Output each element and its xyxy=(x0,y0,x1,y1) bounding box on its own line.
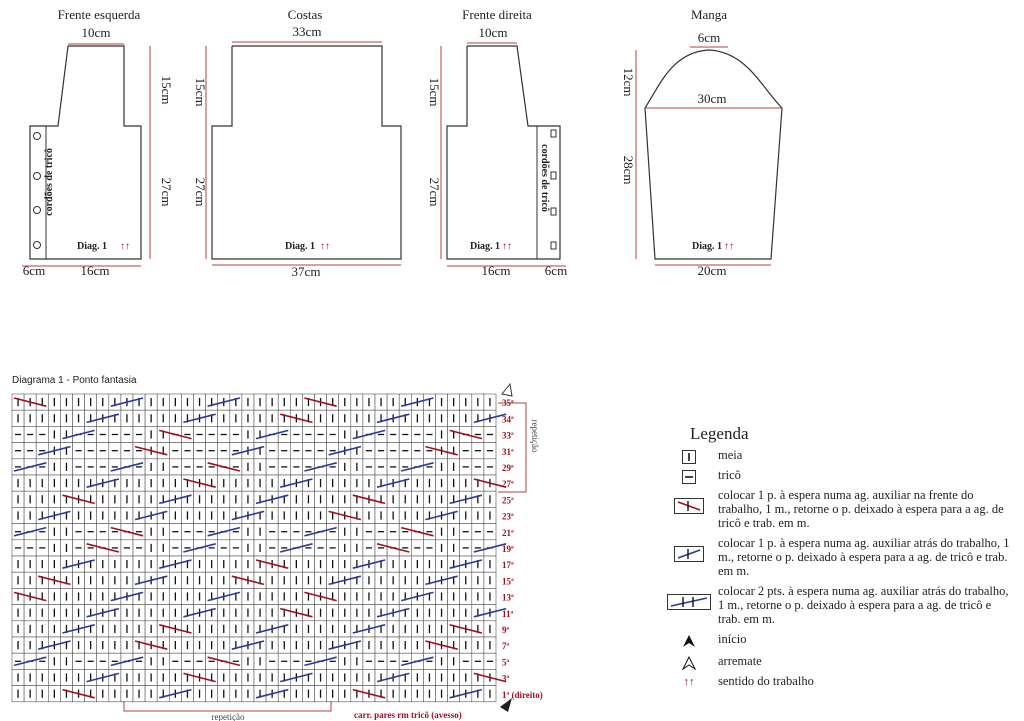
row-label: 33ª xyxy=(502,431,514,441)
back-height-lower: 27cm xyxy=(193,178,208,207)
front-right-band-label: cordões de tricô xyxy=(539,144,550,212)
legend-item: colocar 2 pts. à espera numa ag. auxilia… xyxy=(660,584,1010,626)
legend-text: colocar 1 p. à espera numa ag. auxiliar … xyxy=(718,536,1010,578)
sleeve-top-dim: 6cm xyxy=(698,30,720,45)
front-right-bottom-side: 6cm xyxy=(545,263,567,278)
row-label: 15ª xyxy=(502,576,514,586)
sleeve-height-body: 28cm xyxy=(621,156,636,185)
row-label: 29ª xyxy=(502,463,514,473)
repeat-label-side: repetição xyxy=(530,420,540,453)
legend-text: colocar 2 pts. à espera numa ag. auxilia… xyxy=(718,584,1009,626)
direction-icon: ↑↑ xyxy=(502,241,512,252)
diagram-title: Diagrama 1 - Ponto fantasia xyxy=(12,375,137,386)
front-right-diag-label: Diag. 1 xyxy=(470,241,500,252)
finish-icon xyxy=(501,382,513,397)
back-outline xyxy=(211,45,402,260)
front-left-outline xyxy=(29,45,142,260)
legend-text: colocar 1 p. à espera numa ag. auxiliar … xyxy=(718,488,1004,530)
legend-item: arremate xyxy=(660,654,1010,670)
row-label: 17ª xyxy=(502,560,514,570)
row-label: 11ª xyxy=(502,609,514,619)
direction-icon: ↑↑ xyxy=(320,241,330,252)
direction-icon: ↑↑ xyxy=(120,241,130,252)
front-left-diag-label: Diag. 1 xyxy=(77,241,107,252)
legend: Legenda meia tricô colocar 1 p. à espera… xyxy=(660,424,1010,692)
row-label: 3ª xyxy=(502,674,510,684)
back-title: Costas xyxy=(288,7,323,22)
trico-icon xyxy=(682,470,696,484)
sleeve-outline xyxy=(644,49,783,260)
meia-icon xyxy=(682,450,696,464)
direction-icon: ↑↑ xyxy=(683,676,695,688)
row-label: 5ª xyxy=(502,657,510,667)
direction-icon: ↑↑ xyxy=(724,241,734,252)
repeat-label-bottom: repetição xyxy=(212,712,245,721)
legend-item: início xyxy=(660,632,1010,648)
back-top-dim: 33cm xyxy=(293,24,322,39)
piece-front-left: Frente esquerda 10cm 15cm 27cm cordões d… xyxy=(22,7,174,278)
finish-icon xyxy=(682,656,696,670)
front-right-height-lower: 27cm xyxy=(427,178,442,207)
row-label: 1ª (direito) xyxy=(502,690,543,700)
row-label: 23ª xyxy=(502,512,514,522)
row-label: 34ª xyxy=(502,414,514,424)
garment-schematics: Frente esquerda 10cm 15cm 27cm cordões d… xyxy=(22,7,783,279)
front-right-outline xyxy=(446,45,561,260)
legend-text: arremate xyxy=(718,654,762,668)
front-left-band-label: cordões de tricô xyxy=(44,148,55,216)
legend-text: início xyxy=(718,632,747,646)
legend-item: ↑↑ sentido do trabalho xyxy=(660,674,1010,688)
repeat-bracket-side xyxy=(498,402,527,493)
sleeve-diag-label: Diag. 1 xyxy=(692,241,722,252)
front-left-top-dim: 10cm xyxy=(82,25,111,40)
front-left-height-upper: 15cm xyxy=(159,76,174,105)
legend-text: sentido do trabalho xyxy=(718,674,814,688)
piece-sleeve: Manga 6cm 30cm 12cm 28cm Diag. 1 ↑↑ 20cm xyxy=(621,7,783,278)
back-bottom-dim: 37cm xyxy=(292,264,321,279)
legend-text: tricô xyxy=(718,468,741,482)
front-left-title: Frente esquerda xyxy=(58,7,141,22)
row-label: 21ª xyxy=(502,528,514,538)
front-right-top-dim: 10cm xyxy=(479,25,508,40)
sleeve-width-mid: 30cm xyxy=(698,91,727,106)
front-left-bottom-side: 6cm xyxy=(23,263,45,278)
front-left-bottom-main: 16cm xyxy=(81,263,110,278)
row-label: 9ª xyxy=(502,625,510,635)
legend-item: colocar 1 p. à espera numa ag. auxiliar … xyxy=(660,488,1010,530)
cross-back-2-icon xyxy=(667,594,711,610)
stitch-grid xyxy=(11,393,507,703)
row-label: 19ª xyxy=(502,544,514,554)
back-height-upper: 15cm xyxy=(193,78,208,107)
piece-front-right: Frente direita 10cm 15cm 27cm cordões de… xyxy=(427,7,567,278)
legend-text: meia xyxy=(718,448,743,462)
front-left-height-lower: 27cm xyxy=(159,178,174,207)
cross-front-icon xyxy=(674,498,704,514)
front-right-bottom-main: 16cm xyxy=(482,263,511,278)
start-icon xyxy=(683,635,695,647)
sleeve-title: Manga xyxy=(691,7,727,22)
cross-back-icon xyxy=(674,546,704,562)
back-diag-label: Diag. 1 xyxy=(285,241,315,252)
front-right-title: Frente direita xyxy=(462,7,532,22)
row-label: 27ª xyxy=(502,479,514,489)
footnote: carr. pares rm tricô (avesso) xyxy=(354,710,462,720)
row-label: 25ª xyxy=(502,495,514,505)
legend-title: Legenda xyxy=(690,424,749,443)
sleeve-bottom-dim: 20cm xyxy=(698,263,727,278)
front-right-height-upper: 15cm xyxy=(427,78,442,107)
row-label: 31ª xyxy=(502,447,514,457)
piece-back: Costas 33cm 15cm 27cm Diag. 1 ↑↑ 37cm xyxy=(193,7,402,279)
row-label: 13ª xyxy=(502,593,514,603)
legend-item: tricô xyxy=(660,468,1010,484)
repeat-bracket-bottom xyxy=(123,701,332,712)
start-icon xyxy=(500,698,512,712)
row-label: 7ª xyxy=(502,641,510,651)
sleeve-height-cap: 12cm xyxy=(621,68,636,97)
stitch-diagram: Diagrama 1 - Ponto fantasia 35ª34ª33ª31ª… xyxy=(11,375,543,721)
legend-item: meia xyxy=(660,448,1010,464)
legend-item: colocar 1 p. à espera numa ag. auxiliar … xyxy=(660,536,1010,578)
